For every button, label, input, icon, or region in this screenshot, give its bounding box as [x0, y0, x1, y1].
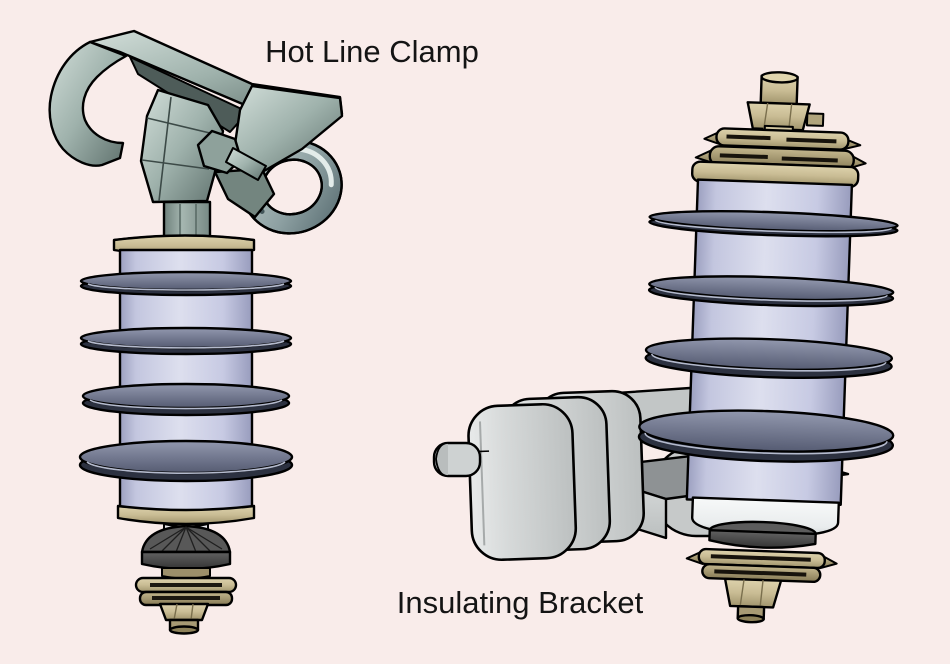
label-hot-line-clamp: Hot Line Clamp [265, 34, 479, 69]
right-terminal-stud [736, 605, 766, 624]
right-shed-1 [648, 210, 899, 238]
right-hex-side-tab [805, 112, 825, 127]
left-hex-nut [158, 602, 210, 622]
right-shed-2 [647, 275, 895, 308]
right-parallel-groove-clamp [685, 547, 838, 584]
left-bottom-cap [116, 504, 256, 526]
left-shed-4 [78, 439, 294, 483]
left-assembly-arrester-with-hot-line-clamp [48, 29, 344, 635]
bracket-mounting-tab [432, 441, 482, 478]
clamp-beam-underside [129, 56, 249, 133]
clamp-right-plate [232, 84, 344, 173]
right-arrester [637, 71, 899, 624]
left-shed-2 [79, 326, 293, 356]
right-top-hardware [694, 71, 867, 176]
right-shed-3 [644, 337, 894, 379]
left-shed-3 [81, 382, 291, 417]
right-ground-lead-disconnector [708, 520, 817, 549]
bracket-fin-1 [467, 402, 578, 562]
label-insulating-bracket: Insulating Bracket [397, 585, 644, 620]
right-top-stud [759, 71, 799, 107]
hot-line-clamp [48, 29, 344, 246]
left-parallel-groove-clamp [134, 576, 238, 607]
left-ground-lead-disconnector [140, 524, 232, 571]
clamp-hook [48, 40, 128, 167]
clamp-eye-bolt-stem [225, 147, 267, 181]
right-hex-nut [723, 577, 783, 609]
left-shed-1 [79, 270, 293, 297]
left-terminal-stud [168, 618, 200, 635]
left-arrester [78, 234, 294, 635]
right-shed-4 [637, 409, 895, 463]
